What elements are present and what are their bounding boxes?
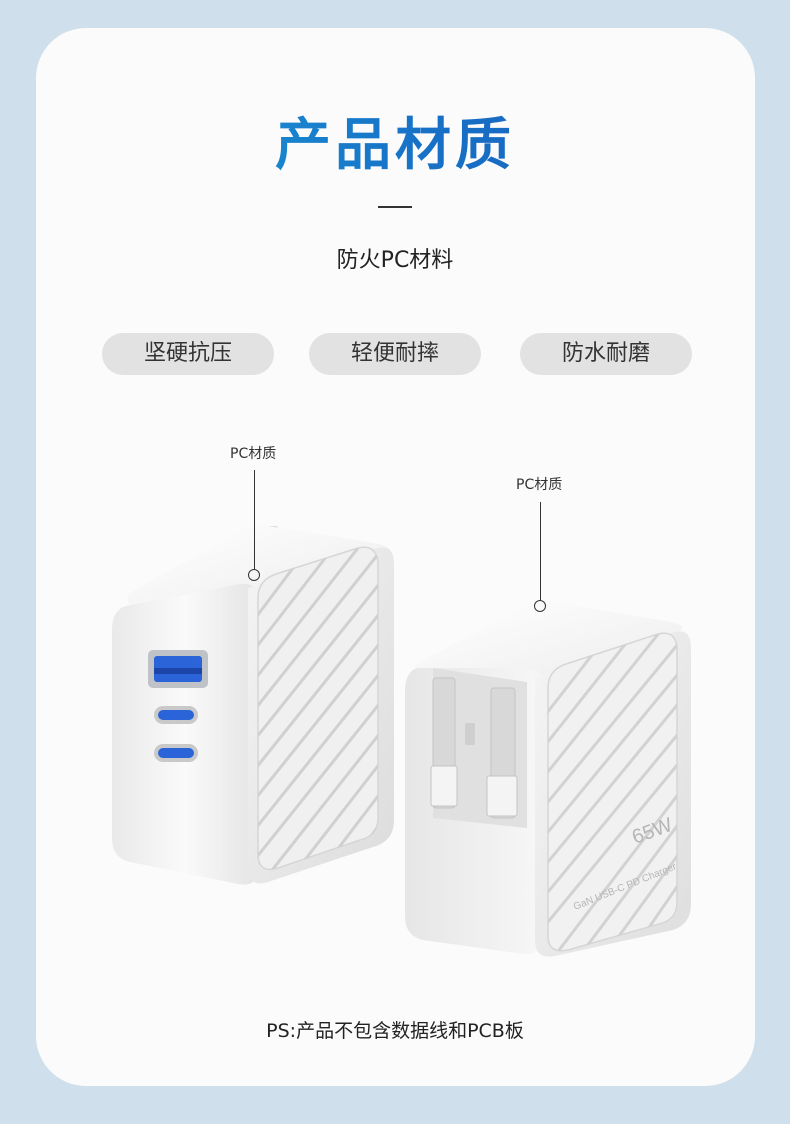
footnote: PS:产品不包含数据线和PCB板 [266, 1020, 524, 1042]
callout-line-left [254, 470, 255, 569]
feature-pill-light: 轻便耐摔 [309, 333, 481, 375]
charger-front-image [112, 525, 394, 885]
material-subtitle: 防火PC材料 [336, 248, 454, 273]
feature-pill-hard: 坚硬抗压 [102, 333, 274, 375]
page-title: 产品材质 [0, 100, 790, 181]
callout-line-right [540, 502, 541, 600]
callout-label-left: PC材质 [230, 446, 277, 462]
callout-label-right: PC材质 [516, 477, 563, 493]
callout-dot-left [248, 569, 260, 581]
callout-dot-right [534, 600, 546, 612]
feature-pill-waterproof: 防水耐磨 [520, 333, 692, 375]
title-divider [378, 206, 412, 208]
charger-back-image: 65W GaN USB-C PD Charger [405, 601, 691, 957]
